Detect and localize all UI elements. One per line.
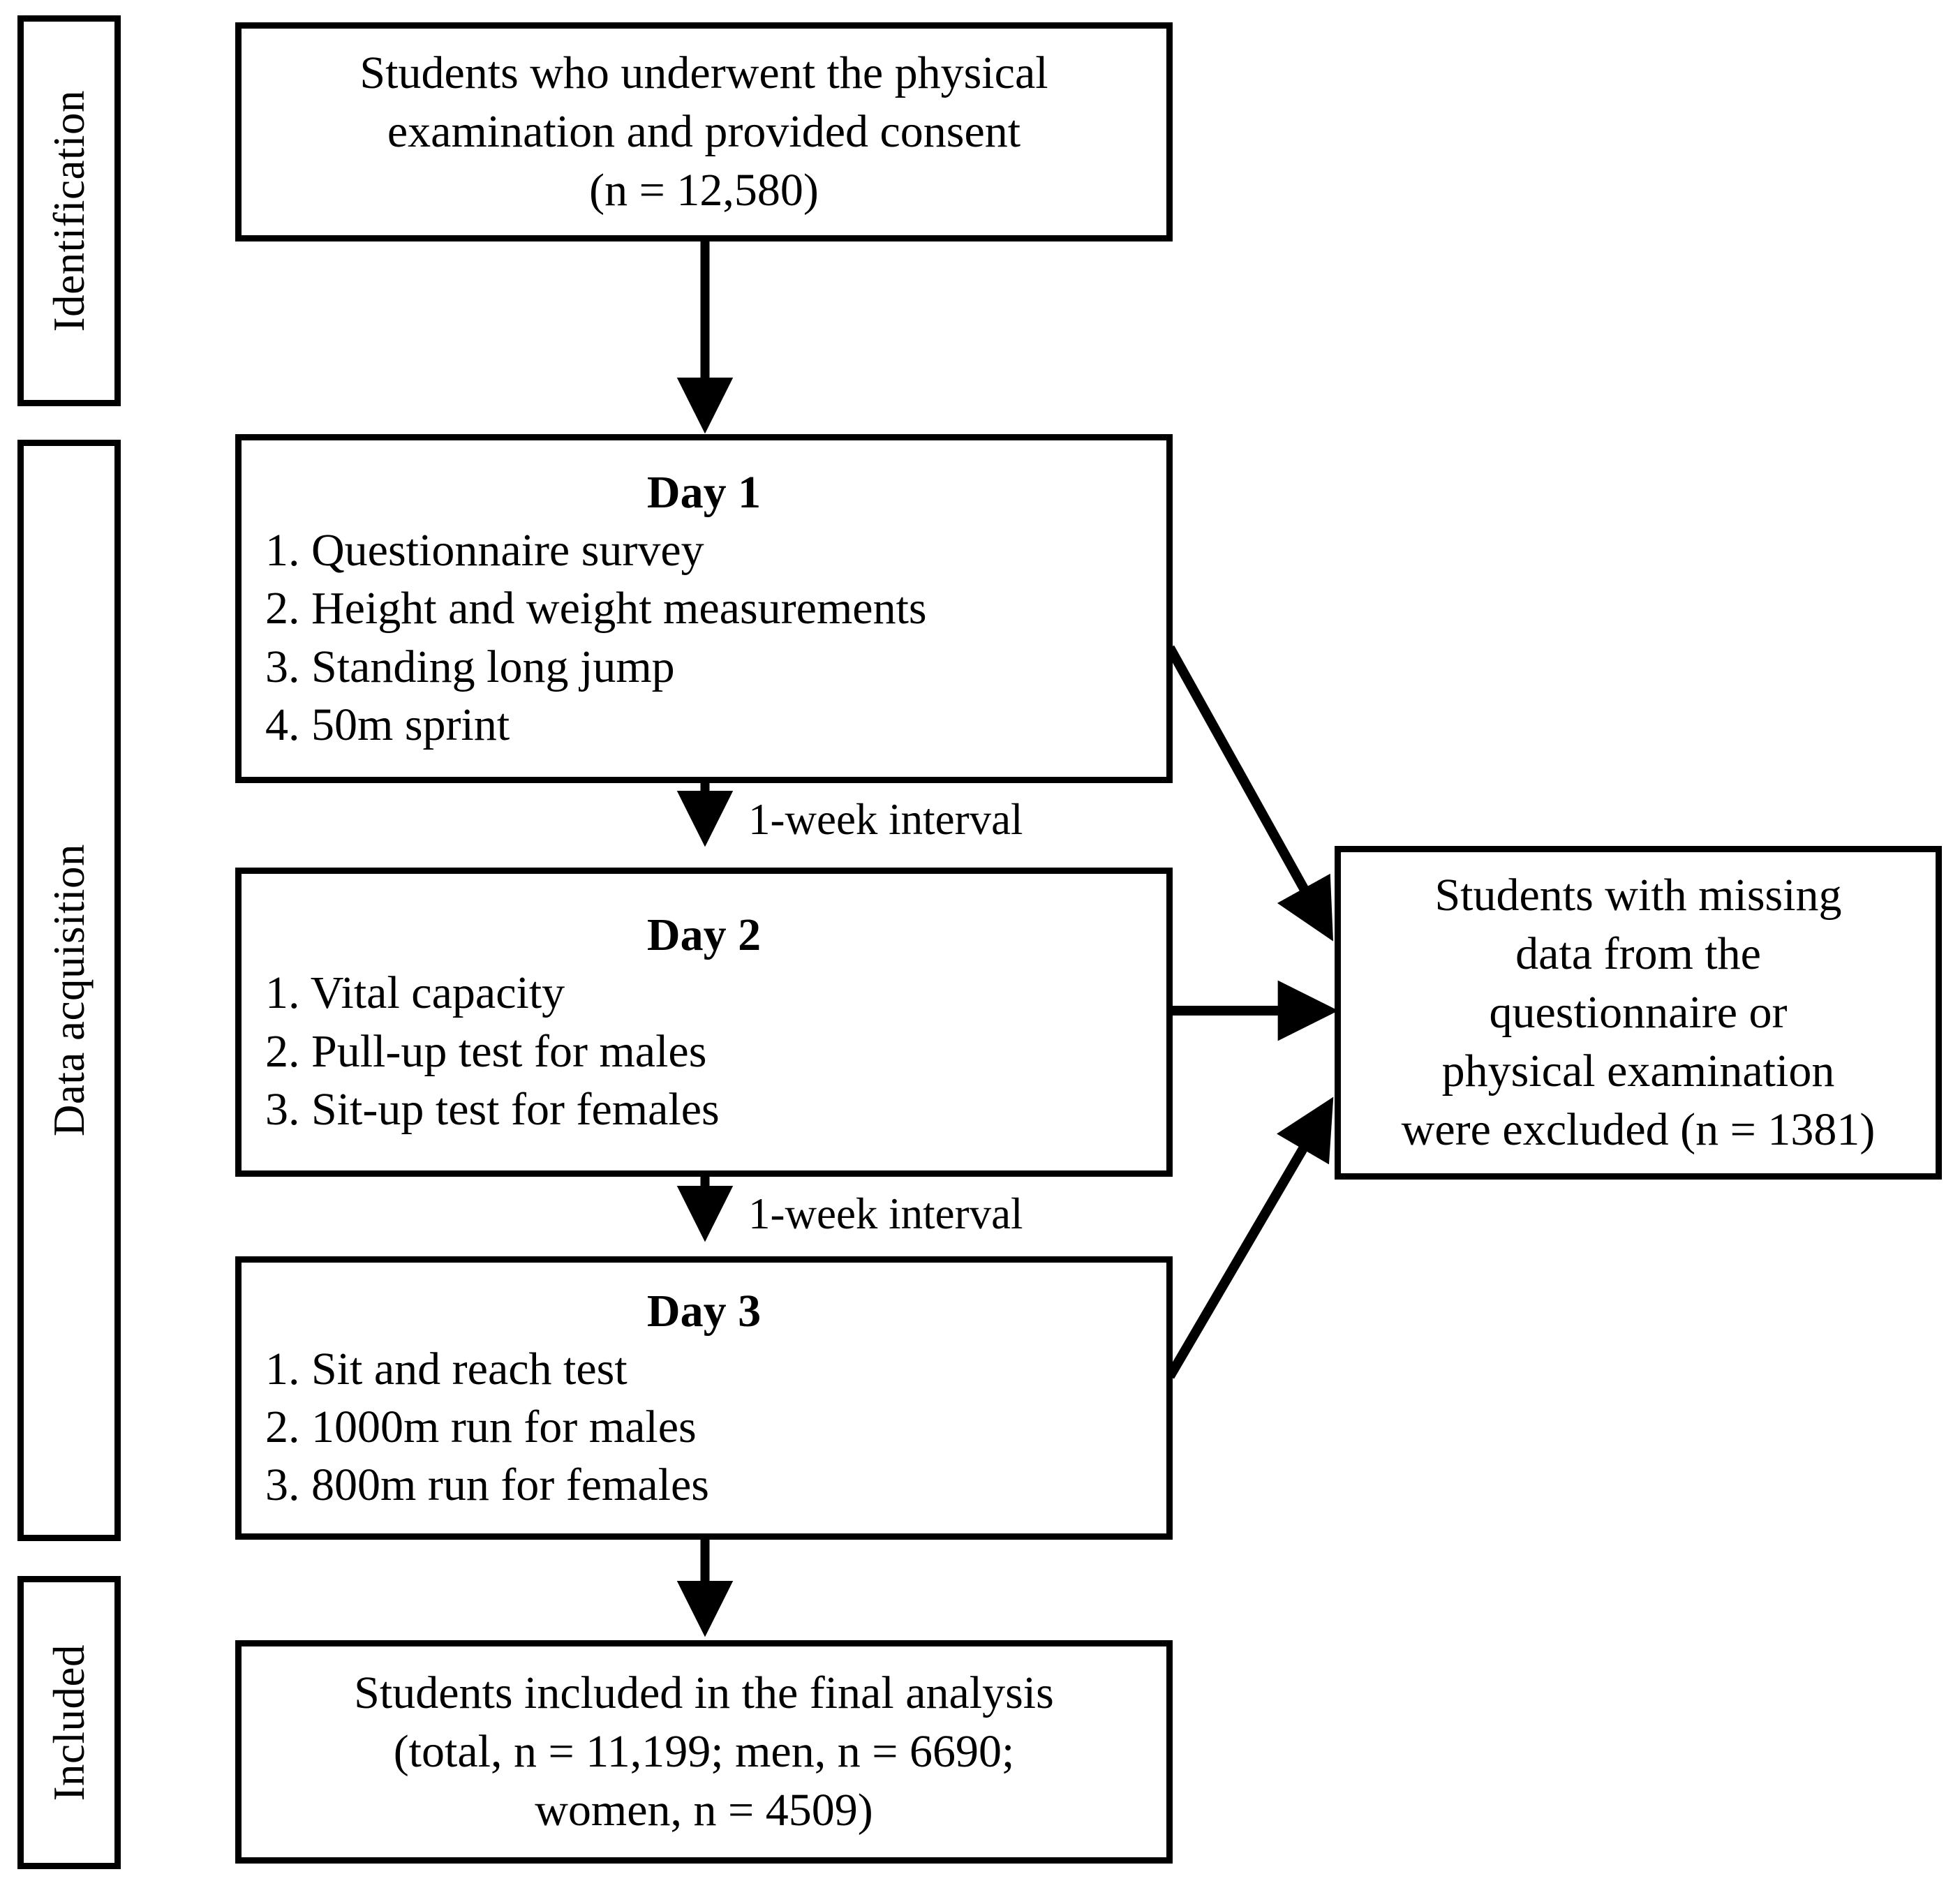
enrollment-line-1: Students who underwent the physical: [359, 47, 1048, 99]
day1-item: 2. Height and weight measurements: [265, 583, 927, 634]
excluded-line-1: Students with missing: [1434, 870, 1842, 921]
stage-label-data-acquisition: Data acquisition: [44, 844, 94, 1137]
stage-bar-identification: Identification: [17, 15, 121, 406]
day1-item: 1. Questionnaire survey: [265, 525, 704, 577]
box-day3: Day 3 1. Sit and reach test 2. 1000m run…: [235, 1256, 1173, 1540]
edge-label-interval-day1-day2: 1-week interval: [748, 795, 1023, 844]
enrollment-line-3: (n = 12,580): [589, 164, 819, 216]
day1-title: Day 1: [646, 467, 762, 519]
day1-item: 3. Standing long jump: [265, 641, 675, 692]
stage-bar-data-acquisition: Data acquisition: [17, 440, 121, 1541]
stage-label-identification: Identification: [44, 89, 94, 332]
day3-item: 1. Sit and reach test: [265, 1343, 628, 1395]
day1-item-list: 1. Questionnaire survey 2. Height and we…: [242, 521, 1166, 754]
day3-item: 3. 800m run for females: [265, 1459, 709, 1511]
included-line-3: women, n = 4509): [535, 1784, 873, 1836]
day2-item: 1. Vital capacity: [265, 967, 565, 1019]
box-day1: Day 1 1. Questionnaire survey 2. Height …: [235, 434, 1173, 783]
box-included: Students included in the final analysis …: [235, 1640, 1173, 1864]
excluded-line-2: data from the: [1515, 928, 1761, 980]
day3-item: 2. 1000m run for males: [265, 1402, 697, 1452]
box-excluded: Students with missing data from the ques…: [1335, 846, 1942, 1180]
day1-item: 4. 50m sprint: [265, 699, 510, 750]
stage-label-included: Included: [44, 1644, 94, 1801]
box-enrollment: Students who underwent the physical exam…: [235, 22, 1173, 241]
excluded-line-3: questionnaire or: [1489, 987, 1788, 1039]
included-line-1: Students included in the final analysis: [354, 1667, 1054, 1719]
day2-item: 3. Sit-up test for females: [265, 1083, 720, 1135]
box-day2: Day 2 1. Vital capacity 2. Pull-up test …: [235, 868, 1173, 1177]
excluded-line-4: physical examination: [1441, 1045, 1835, 1096]
arrow-day1-to-excluded: [1165, 645, 1334, 942]
day2-title: Day 2: [646, 909, 762, 961]
day3-item-list: 1. Sit and reach test 2. 1000m run for m…: [242, 1340, 1166, 1514]
enrollment-line-2: examination and provided consent: [387, 106, 1021, 158]
day2-item-list: 1. Vital capacity 2. Pull-up test for ma…: [242, 964, 1166, 1138]
included-line-2: (total, n = 11,199; men, n = 6690;: [393, 1726, 1015, 1778]
day2-item: 2. Pull-up test for males: [265, 1025, 707, 1077]
day3-title: Day 3: [646, 1285, 762, 1337]
excluded-line-5: were excluded (n = 1381): [1401, 1103, 1876, 1155]
arrow-day3-to-excluded: [1165, 1096, 1334, 1379]
stage-bar-included: Included: [17, 1576, 121, 1869]
edge-label-interval-day2-day3: 1-week interval: [748, 1189, 1023, 1238]
